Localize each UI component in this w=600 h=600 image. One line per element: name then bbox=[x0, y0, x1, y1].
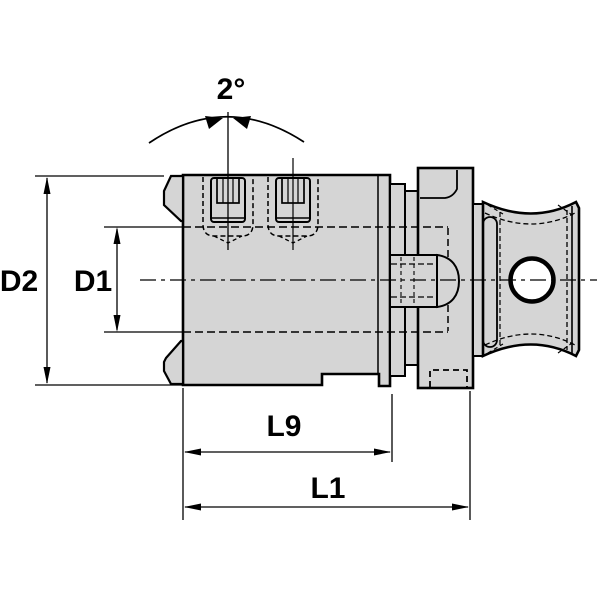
screw-hole-hidden bbox=[202, 177, 254, 237]
l9-label: L9 bbox=[266, 410, 301, 443]
dimensions: 2° D2 D1 L9 bbox=[0, 73, 471, 520]
head-hidden-curve-top bbox=[484, 212, 576, 225]
l1-arrow-right bbox=[452, 503, 469, 511]
d2-arrow-top bbox=[43, 177, 51, 194]
dimension-l1: L1 bbox=[184, 391, 471, 520]
dimension-l9: L9 bbox=[182, 388, 393, 520]
left-tab-top bbox=[162, 174, 185, 223]
head-hidden-curve-bottom bbox=[484, 333, 576, 346]
d2-label: D2 bbox=[0, 265, 38, 298]
d1-label: D1 bbox=[74, 265, 112, 298]
d1-arrow-bottom bbox=[113, 315, 121, 332]
flange-drive-slot-bottom-hidden bbox=[429, 369, 468, 387]
d2-arrow-bottom bbox=[43, 367, 51, 384]
angle-label: 2° bbox=[217, 73, 246, 106]
flange-drive-slot-top bbox=[420, 170, 458, 199]
head-corner-tr bbox=[557, 204, 576, 218]
head-slot bbox=[482, 216, 498, 348]
l9-arrow-left bbox=[184, 448, 201, 456]
head-corner-bl bbox=[487, 343, 504, 354]
boss-dome bbox=[436, 253, 461, 309]
head-corner-br bbox=[557, 340, 576, 354]
angle-arrow-left bbox=[205, 116, 223, 129]
screw-hole-hidden bbox=[267, 177, 319, 237]
d1-arrow-top bbox=[113, 227, 121, 244]
angle-arc bbox=[148, 115, 305, 144]
left-tab-bottom bbox=[162, 339, 185, 386]
l9-arrow-right bbox=[374, 448, 391, 456]
dimension-d1: D1 bbox=[74, 226, 183, 333]
part-geometry bbox=[140, 158, 597, 390]
l1-label: L1 bbox=[310, 472, 345, 505]
set-screw-right bbox=[267, 158, 319, 250]
l1-arrow-left bbox=[184, 503, 201, 511]
angle-arrow-right bbox=[233, 116, 251, 129]
dimension-angle: 2° bbox=[148, 73, 305, 250]
dimension-d2: D2 bbox=[0, 175, 190, 386]
